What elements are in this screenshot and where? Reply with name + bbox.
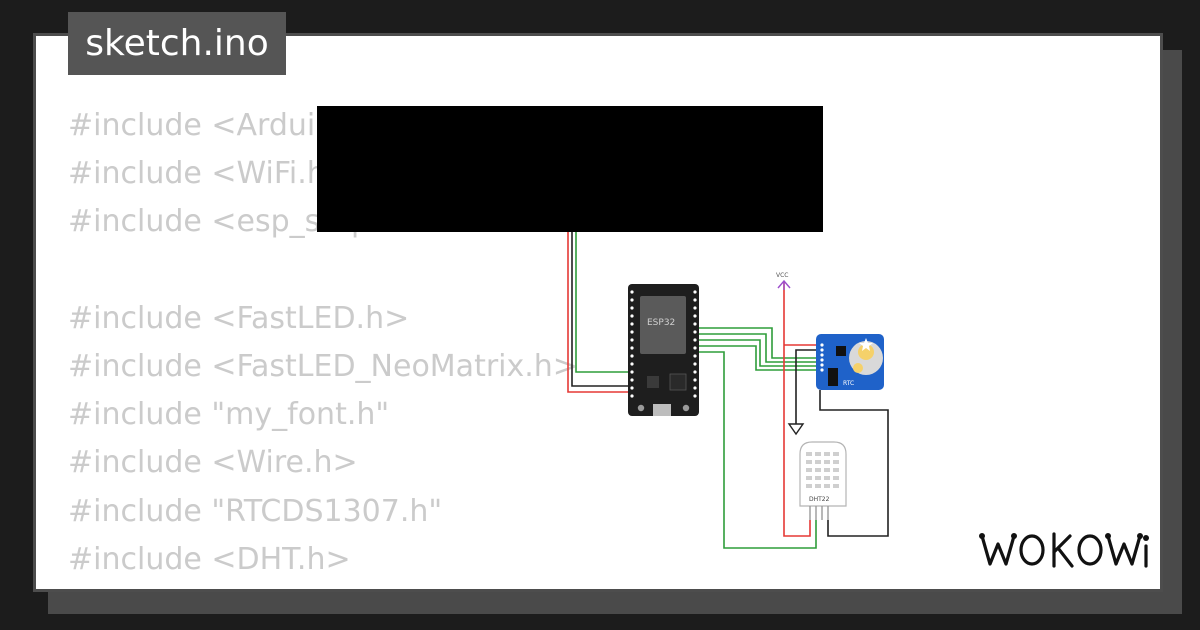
wire-red-vcc	[783, 282, 811, 537]
file-tab[interactable]: sketch.ino	[68, 12, 286, 75]
code-line: #include <Wire.h>	[68, 445, 358, 481]
wire-green-rtc-3	[698, 339, 820, 367]
wire-black-matrix	[571, 232, 630, 387]
rtc-module: RTC	[816, 334, 884, 390]
wire-green-rtc-2	[698, 333, 820, 363]
vcc-arrow-icon	[777, 279, 791, 289]
dht-label: DHT22	[809, 496, 830, 503]
code-line: #include <FastLED.h>	[68, 300, 410, 336]
wokwi-logo[interactable]	[976, 522, 1152, 578]
code-line: #include "my_font.h"	[68, 397, 390, 433]
wire-black-dht	[819, 390, 889, 537]
wire-green-rtc-1	[698, 327, 820, 359]
wire-green-matrix	[575, 232, 630, 373]
rtc-label: RTC	[843, 380, 854, 387]
esp32-label: ESP32	[647, 318, 675, 328]
esp32-board: ESP32	[628, 284, 699, 416]
wire-green-rtc-4	[698, 345, 820, 371]
wire-black-gnd	[795, 349, 820, 424]
dht22-sensor: DHT22	[799, 441, 847, 520]
wire-green-dht	[698, 351, 817, 549]
code-line: #include "RTCDS1307.h"	[68, 493, 443, 529]
star-icon	[859, 338, 873, 351]
code-line: #include <FastLED_NeoMatrix.h>	[68, 348, 578, 384]
wire-red-matrix	[567, 232, 630, 393]
vcc-label: VCC	[776, 272, 788, 279]
code-line: #include <DHT.h>	[68, 541, 351, 577]
ground-icon	[787, 423, 805, 436]
redaction-box	[317, 106, 823, 232]
